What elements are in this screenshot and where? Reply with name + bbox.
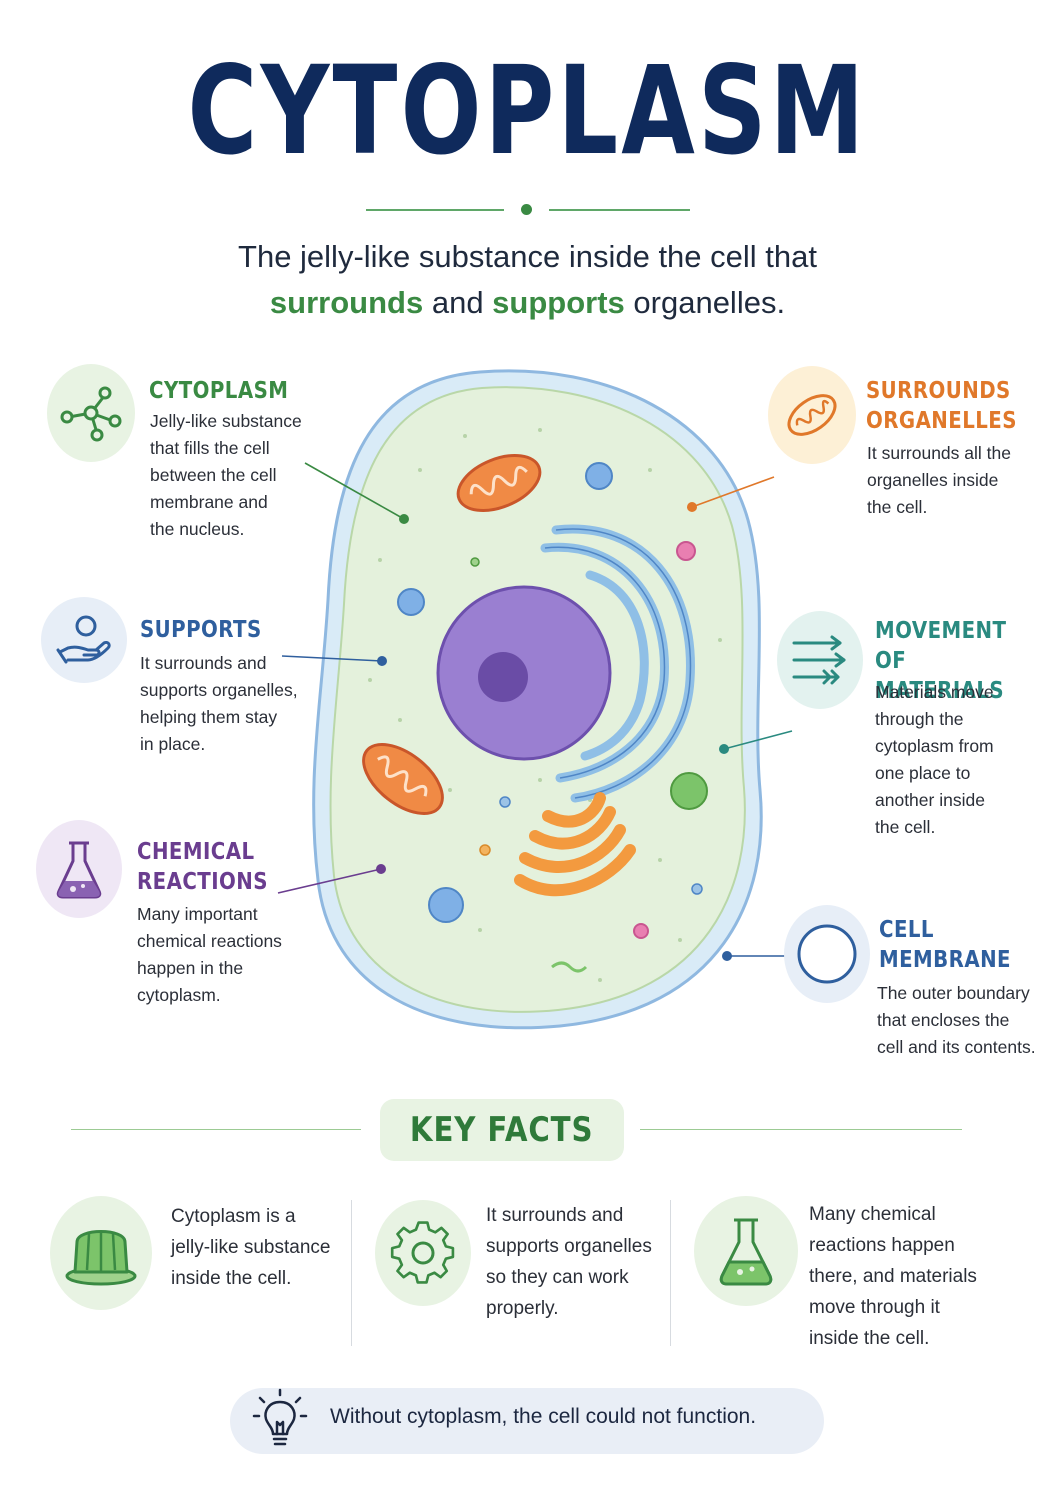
nucleolus [478,652,528,702]
leader-lines [277,462,793,961]
flask-icon [36,820,122,918]
vesicle-small [499,796,511,808]
vesicle-green [670,772,708,810]
vesicle-pink [633,923,649,939]
mitochondrion-top [456,454,542,512]
fact-3-text: Many chemical reactions happen there, an… [809,1204,977,1349]
flask-icon [694,1196,798,1306]
lightbulb-icon [240,1380,320,1460]
label-cytoplasm-title: CYTOPLASM [149,378,289,404]
fact-2-text: It surrounds and supports organelles so … [486,1205,652,1319]
subtitle: The jelly-like substance inside the cell… [0,234,1055,326]
vesicle-blue [397,588,425,616]
fact-divider-1 [351,1200,352,1346]
label-chemical-desc: Many important chemical reactions happen… [137,904,282,1005]
vesicle-pink [676,541,696,561]
membrane-ring-icon [784,905,870,1003]
label-supports-title: SUPPORTS [140,617,262,643]
leader-chemical [277,868,382,894]
arrows-icon [777,611,863,709]
fact-divider-2 [670,1200,671,1346]
label-cytoplasm-desc: Jelly-like substance that fills the cell… [150,411,302,539]
cytoplasm-speckles [368,428,722,982]
subtitle-highlight-supports: supports [492,285,625,320]
subtitle-line-2: surrounds and supports organelles. [0,280,1055,326]
vesicle-small [470,557,480,567]
vesicle-blue [585,462,613,490]
label-membrane-desc: The outer boundary that encloses the cel… [877,983,1036,1057]
vesicle-small [691,883,703,895]
ribosome-squiggle [551,961,588,973]
keyfacts-heading-pill: KEY FACTS [380,1099,624,1161]
mitochondrion-icon [768,366,856,464]
label-chemical-title: CHEMICAL REACTIONS [137,839,268,895]
label-surrounds-title: SURROUNDS ORGANELLES [866,378,1017,434]
title-divider [366,203,690,217]
leader-cytoplasm [304,462,405,520]
subtitle-highlight-surrounds: surrounds [269,285,424,320]
cell-diagram [277,369,793,1030]
cytoplasm-icon [47,364,135,462]
subtitle-line-1: The jelly-like substance inside the cell… [238,239,817,274]
jelly-icon [50,1196,152,1310]
page-title: CYTOPLASM [187,40,868,182]
leader-supports [281,655,383,662]
gear-icon [375,1200,471,1306]
leader-surrounds [691,476,775,508]
label-membrane-title: CELL MEMBRANE [879,917,1012,973]
keyfacts-line-right [640,1129,962,1130]
vesicle-small [479,844,491,856]
fact-1-text: Cytoplasm is a jelly-like substance insi… [171,1206,331,1289]
label-movement-title: MOVEMENT OF MATERIALS [875,618,1007,704]
hand-support-icon [41,597,127,683]
subtitle-rest: organelles. [624,285,786,320]
subtitle-and: and [423,285,493,320]
keyfacts-heading: KEY FACTS [410,1110,594,1150]
keyfacts-line-left [71,1129,361,1130]
bottom-note-text: Without cytoplasm, the cell could not fu… [330,1405,757,1428]
bottom-note-pill [230,1388,824,1454]
golgi-apparatus [514,792,636,897]
label-surrounds-desc: It surrounds all the organelles inside t… [867,443,1011,517]
label-movement-desc: Materials move through the cytoplasm fro… [875,682,994,837]
label-supports-desc: It surrounds and supports organelles, he… [140,653,298,754]
vesicle-blue [428,887,464,923]
leader-movement [723,730,793,750]
